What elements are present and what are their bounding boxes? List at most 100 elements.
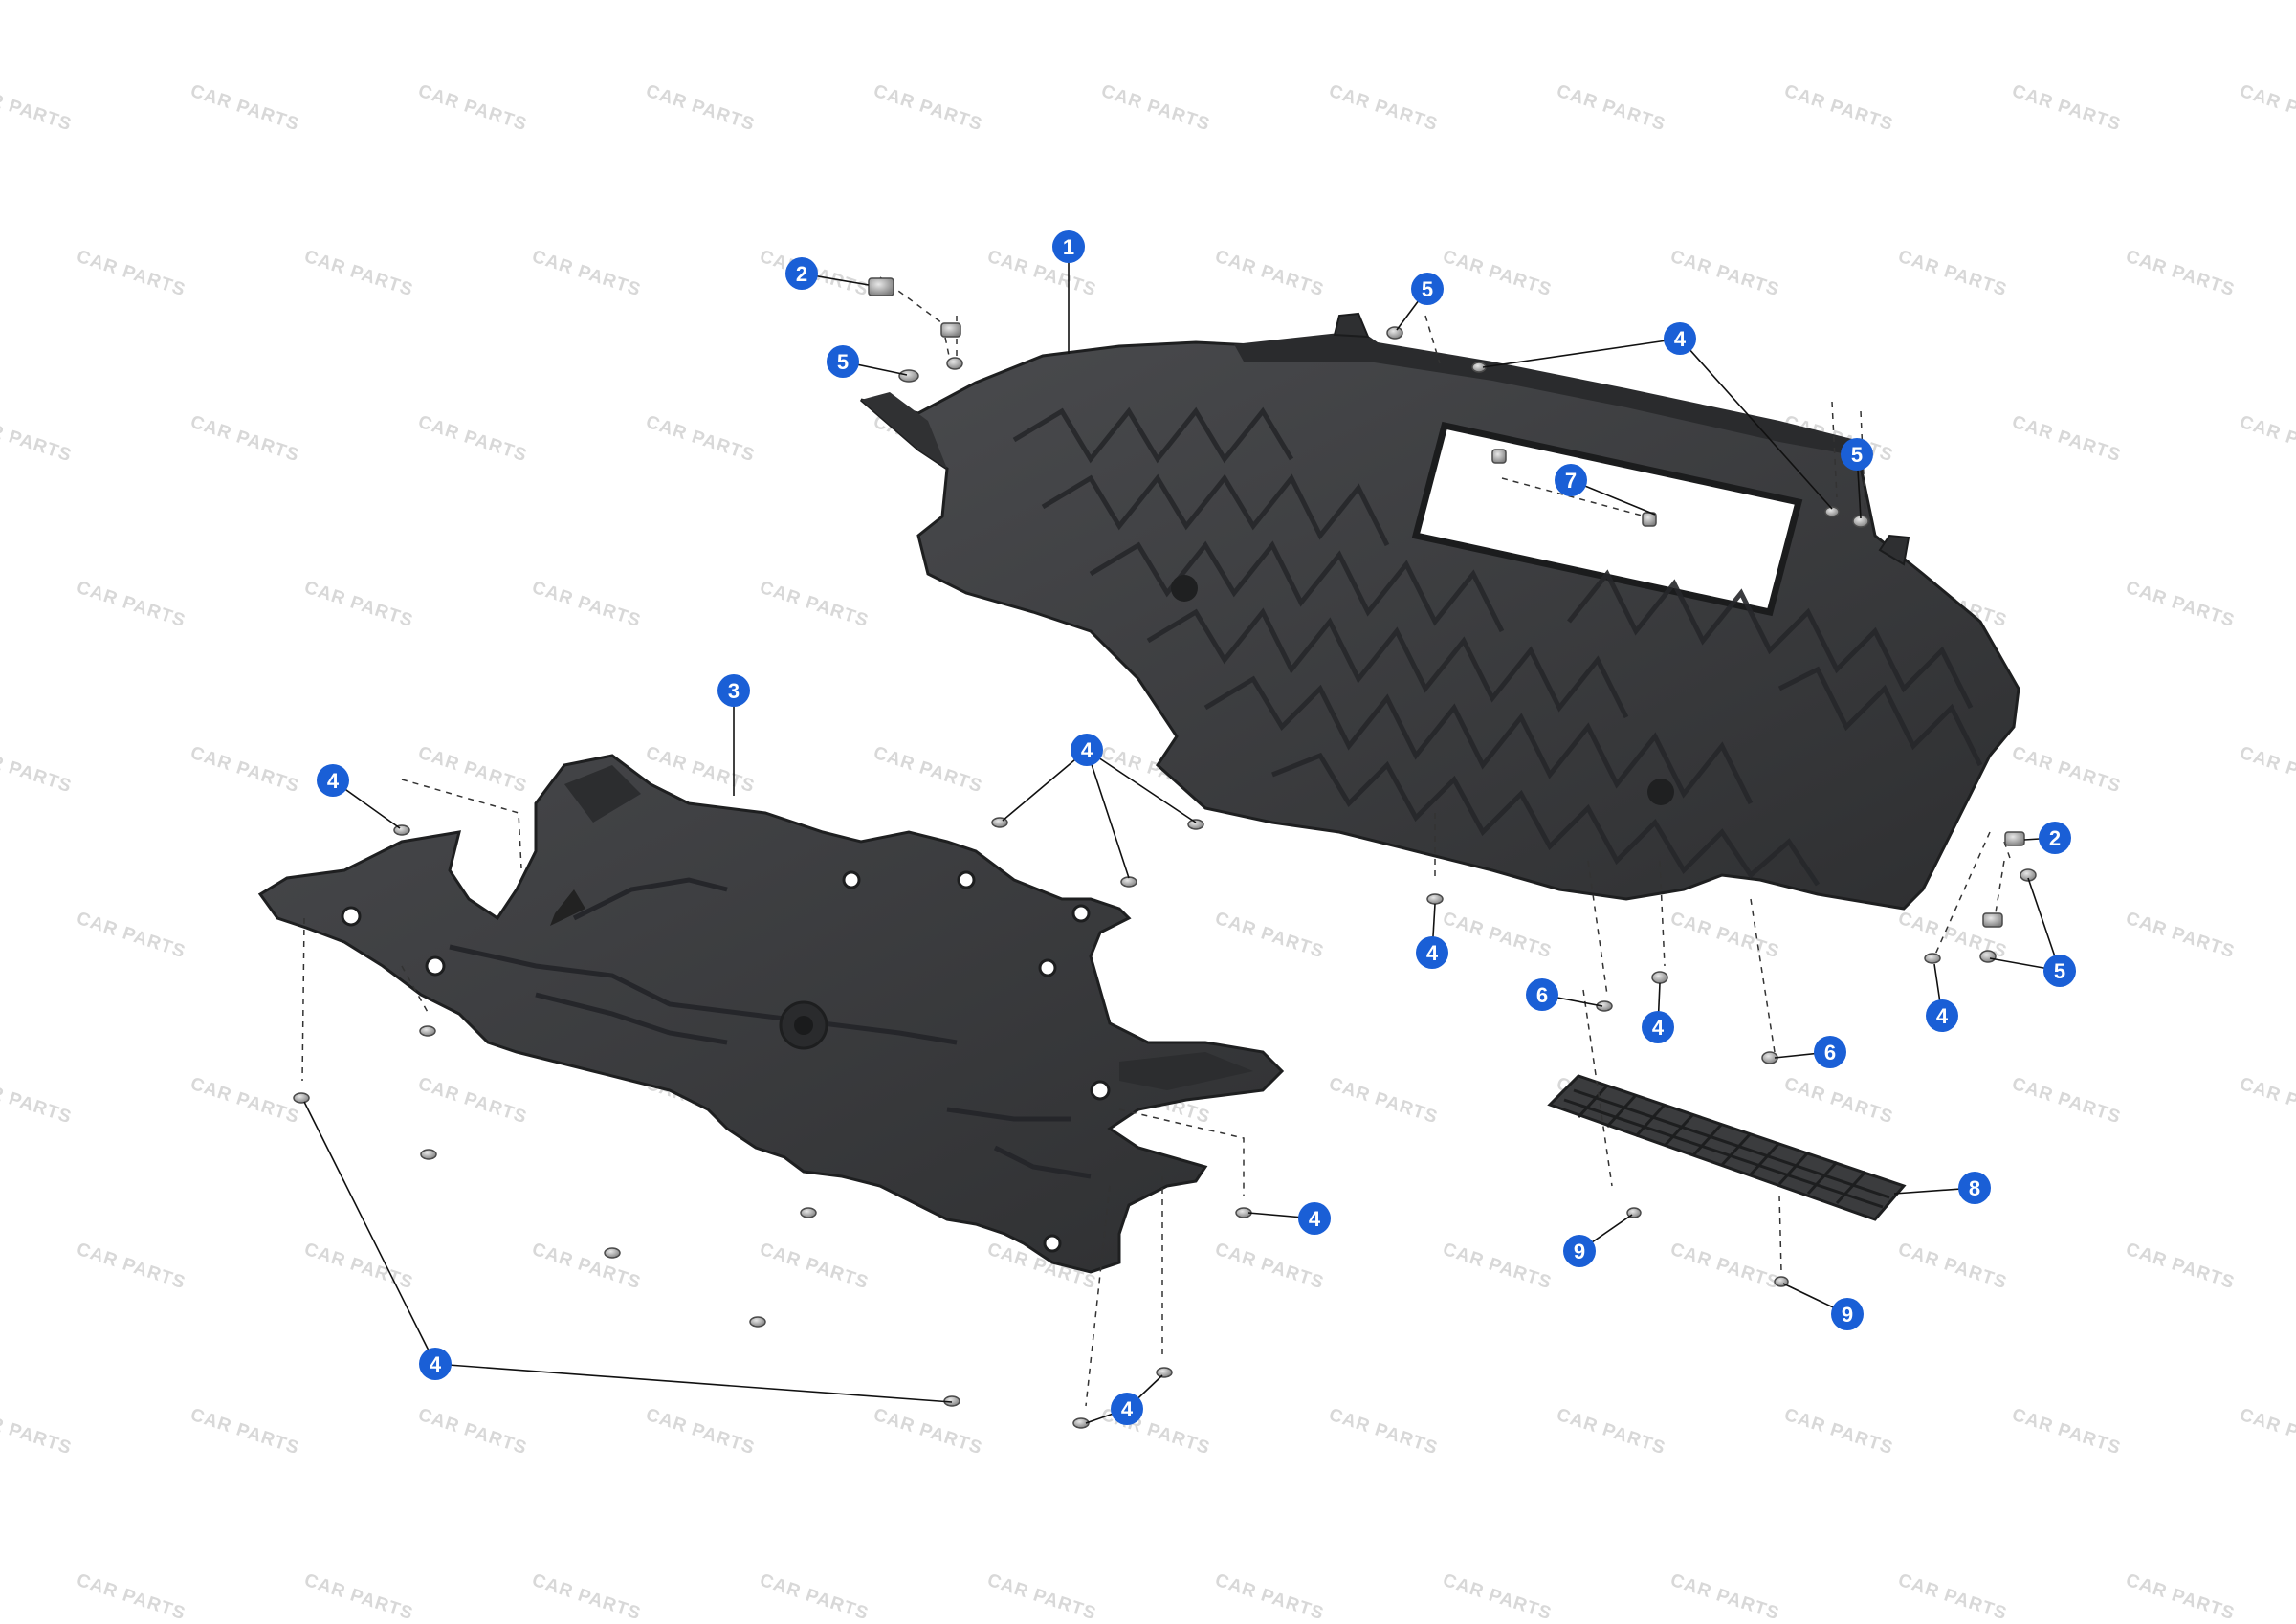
callout-4: 4 (317, 764, 349, 797)
callout-5: 5 (1841, 438, 1873, 471)
callout-1: 1 (1052, 230, 1085, 263)
callout-2: 2 (785, 257, 818, 290)
watermark-text: CAR PARTS (1781, 1405, 1895, 1459)
callout-4: 4 (1664, 322, 1696, 355)
watermark-text: CAR PARTS (1212, 909, 1326, 963)
callout-4: 4 (1298, 1202, 1331, 1235)
watermark-text: CAR PARTS (74, 578, 188, 632)
watermark-text: CAR PARTS (1895, 1570, 2009, 1624)
callout-badge (718, 674, 750, 707)
callout-badge (785, 257, 818, 290)
watermark-text: CAR PARTS (2123, 909, 2237, 963)
watermark-text: CAR PARTS (529, 247, 643, 301)
bolt (1924, 953, 1941, 964)
watermark-text: CAR PARTS (1440, 1240, 1554, 1294)
callout-6: 6 (1814, 1036, 1846, 1068)
callout-badge (1831, 1298, 1864, 1330)
washer (946, 357, 963, 370)
bolt (749, 1316, 766, 1328)
watermark-text: CAR PARTS (1098, 81, 1212, 136)
callout-number: 5 (1422, 277, 1433, 301)
watermark-text: CAR PARTS (2009, 743, 2123, 798)
callout-number: 4 (1936, 1004, 1949, 1028)
callout-number: 4 (1674, 327, 1687, 351)
watermark-text: CAR PARTS (301, 247, 415, 301)
callout-4: 4 (419, 1348, 452, 1380)
watermark-text: CAR PARTS (1212, 247, 1326, 301)
watermark-text: CAR PARTS (2237, 1074, 2296, 1129)
watermark-text: CAR PARTS (2237, 81, 2296, 136)
callout-badge (1642, 1011, 1674, 1043)
callout-number: 4 (1309, 1207, 1321, 1231)
callout-number: 9 (1574, 1240, 1585, 1263)
bolt (419, 1025, 436, 1037)
watermark-text: CAR PARTS (643, 1405, 757, 1459)
watermark-text: CAR PARTS (871, 1405, 984, 1459)
callout-2: 2 (2039, 822, 2071, 854)
callout-number: 6 (1536, 983, 1548, 1007)
callout-badge (2039, 822, 2071, 854)
watermark-text: CAR PARTS (529, 1570, 643, 1624)
watermark-text: CAR PARTS (757, 578, 871, 632)
callout-badge (1411, 273, 1444, 305)
bolt (293, 1092, 310, 1104)
watermark-text: CAR PARTS (2123, 1570, 2237, 1624)
watermark-text: CAR PARTS (1326, 1074, 1440, 1129)
watermark-text: CAR PARTS (2123, 1240, 2237, 1294)
washer (1596, 1000, 1613, 1012)
clip-nut (868, 277, 894, 296)
callout-badge (1052, 230, 1085, 263)
callout-number: 4 (1081, 738, 1093, 762)
callout-5: 5 (1411, 273, 1444, 305)
watermark-text: CAR PARTS (1667, 1570, 1781, 1624)
washer (1386, 326, 1403, 340)
watermark-text: CAR PARTS (1326, 81, 1440, 136)
callout-number: 8 (1969, 1176, 1980, 1200)
part-8-access-cover (1547, 1074, 1907, 1221)
callout-number: 5 (2054, 959, 2065, 983)
watermark-text: CAR PARTS (1212, 1570, 1326, 1624)
callout-badge (1526, 978, 1558, 1011)
callout-badge (2043, 955, 2076, 987)
watermark-text: CAR PARTS (301, 1240, 415, 1294)
fasteners (293, 277, 2037, 1429)
watermark-text: CAR PARTS (74, 909, 188, 963)
callout-number: 5 (1851, 443, 1863, 467)
callout-number: 3 (728, 679, 740, 703)
watermark-text: CAR PARTS (2009, 1405, 2123, 1459)
callout-number: 5 (837, 350, 849, 374)
bolt (604, 1247, 621, 1259)
bolt (800, 1207, 817, 1218)
watermark-text: CAR PARTS (188, 81, 301, 136)
watermark-text: CAR PARTS (2009, 412, 2123, 467)
callout-badge (827, 345, 859, 378)
part-1-front-underbody-panel (860, 312, 2020, 911)
callout-badge (419, 1348, 452, 1380)
callout-badge (1926, 999, 1958, 1032)
watermark-text: CAR PARTS (0, 1074, 75, 1129)
callout-4: 4 (1416, 936, 1448, 969)
bolt (420, 1149, 437, 1160)
callout-number: 9 (1842, 1303, 1853, 1327)
watermark-text: CAR PARTS (757, 1570, 871, 1624)
watermark-text: CAR PARTS (0, 743, 75, 798)
watermark-text: CAR PARTS (2009, 1074, 2123, 1129)
callout-number: 2 (796, 262, 807, 286)
callout-number: 1 (1063, 235, 1074, 259)
clip (1491, 449, 1507, 464)
watermark-text: CAR PARTS (188, 743, 301, 798)
watermark-text: CAR PARTS (643, 81, 757, 136)
callout-9: 9 (1563, 1235, 1596, 1267)
watermark-text: CAR PARTS (1781, 81, 1895, 136)
watermark-text: CAR PARTS (2009, 81, 2123, 136)
watermark-text: CAR PARTS (871, 743, 984, 798)
watermark-text: CAR PARTS (2237, 1405, 2296, 1459)
clip-nut (1982, 912, 2003, 928)
watermark-text: CAR PARTS (1554, 1405, 1667, 1459)
watermark-text: CAR PARTS (188, 412, 301, 467)
watermark-text: CAR PARTS (415, 81, 529, 136)
watermark-layer: CAR PARTS CAR PARTS CAR PARTS CAR PARTS CAR … (0, 81, 2296, 1624)
callout-number: 2 (2049, 826, 2061, 850)
callout-number: 7 (1565, 469, 1577, 493)
